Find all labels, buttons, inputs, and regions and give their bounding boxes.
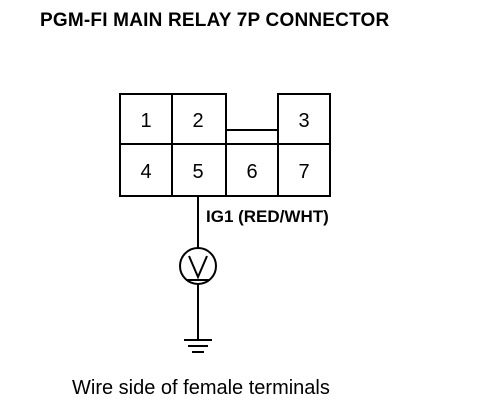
pin-6: 6: [246, 161, 257, 183]
voltmeter-icon: [179, 247, 217, 285]
pin-5: 5: [192, 161, 203, 183]
pin-2: 2: [192, 110, 203, 132]
connector-caption: Wire side of female terminals: [72, 377, 330, 399]
pin-4: 4: [140, 161, 151, 183]
pin-7: 7: [298, 161, 309, 183]
ground-icon: [184, 339, 212, 353]
wire-label: IG1 (RED/WHT): [206, 207, 329, 226]
pin-1: 1: [140, 110, 151, 132]
pin-3: 3: [298, 110, 309, 132]
diagram-title: PGM-FI MAIN RELAY 7P CONNECTOR: [40, 10, 390, 31]
